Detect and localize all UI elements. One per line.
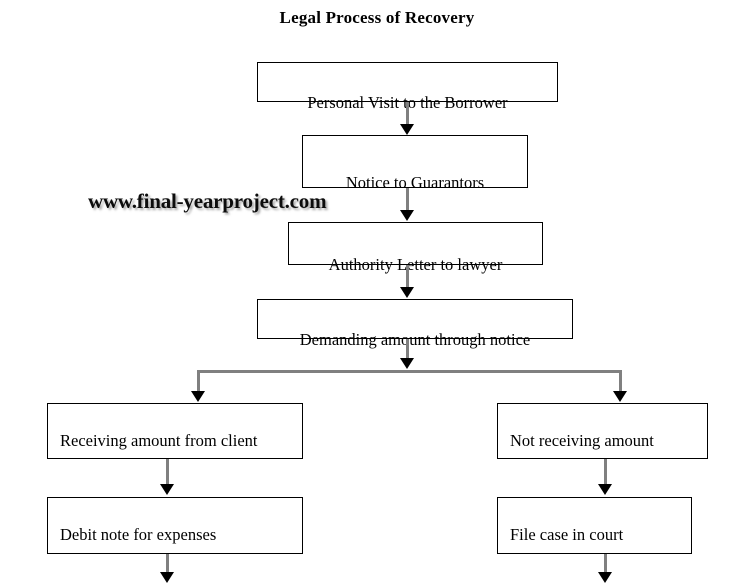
node-authority-letter-label: Authority Letter to lawyer [328,254,503,274]
edge-n3-n4-shaft [406,265,409,288]
edge-n7-below-shaft [166,554,169,574]
edge-n6-n8-shaft [604,459,607,486]
edge-n5-n7-shaft [166,459,169,486]
node-debit-note-label: Debit note for expenses [60,524,217,544]
page-title: Legal Process of Recovery [279,8,475,27]
edge-n4-n5-arrowhead [191,391,205,402]
node-demanding-amount-label: Demanding amount through notice [299,330,531,350]
node-authority-letter: Authority Letter to lawyer [288,222,543,274]
edge-n4-n5-shaft [197,370,200,392]
edge-n7-below-arrowhead [160,572,174,583]
node-demanding-amount: Demanding amount through notice [257,299,573,349]
edge-n4-n6-arrowhead [613,391,627,402]
edge-n6-n8-arrowhead [598,484,612,495]
node-notice-guarantors: Notice to Guarantors [302,135,528,192]
edge-n4-n6-shaft [619,370,622,392]
edge-n4-split-shaft [406,339,409,361]
node-file-case-label: File case in court [510,524,624,544]
edge-n1-n2-shaft [406,102,409,126]
node-notice-guarantors-label: Notice to Guarantors [345,172,485,192]
node-receiving-amount-label: Receiving amount from client [60,430,258,450]
node-personal-visit: Personal Visit to the Borrower [257,62,558,112]
node-not-receiving-amount: Not receiving amount [497,403,708,459]
node-receiving-amount: Receiving amount from client [47,403,303,459]
node-not-receiving-amount-label: Not receiving amount [510,430,654,450]
edge-n8-below-arrowhead [598,572,612,583]
edge-n2-n3-arrowhead [400,210,414,221]
edge-n4-split-arrowhead [400,358,414,369]
node-file-case: File case in court [497,497,692,554]
node-debit-note: Debit note for expenses [47,497,303,554]
edge-n5-n7-arrowhead [160,484,174,495]
edge-n8-below-shaft [604,554,607,574]
edge-n2-n3-shaft [406,188,409,212]
watermark: www.final-yearproject.com [88,189,327,213]
edge-n3-n4-arrowhead [400,287,414,298]
branch-bus [197,370,622,373]
edge-n1-n2-arrowhead [400,124,414,135]
